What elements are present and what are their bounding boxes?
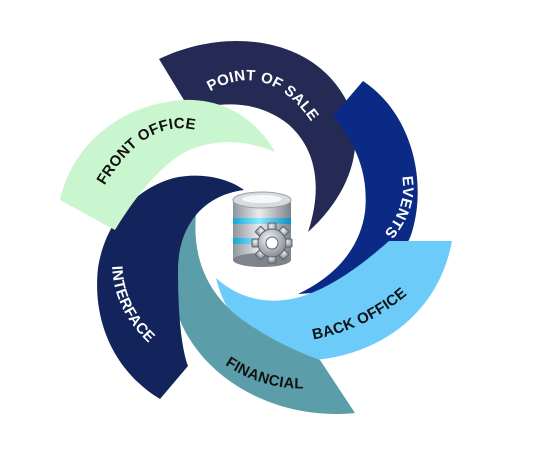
segment-front-office	[60, 99, 275, 230]
segment-interface	[97, 175, 244, 399]
segment-back-office	[216, 241, 452, 361]
segment-financial	[171, 206, 355, 415]
segment-point-of-sale	[159, 41, 356, 232]
segment-events	[298, 81, 418, 294]
database-gear-icon	[232, 191, 293, 267]
